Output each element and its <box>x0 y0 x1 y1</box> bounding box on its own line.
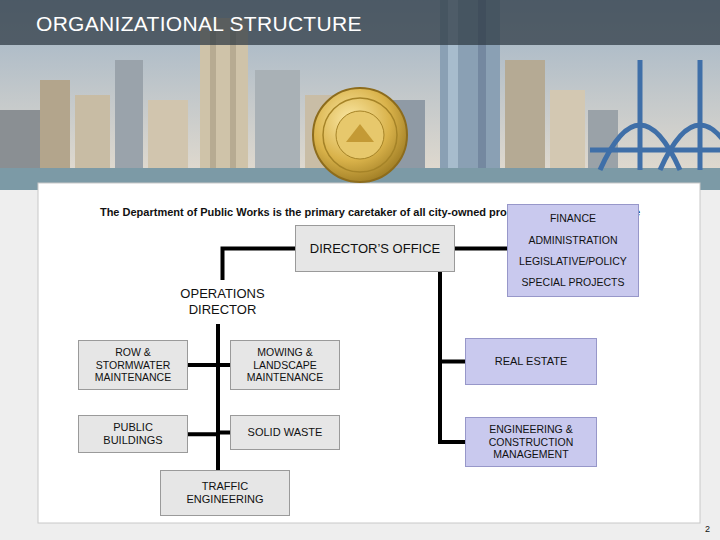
director-box: DIRECTOR’S OFFICE <box>295 225 455 272</box>
content-panel <box>38 183 700 523</box>
node-text: TRAFFIC ENGINEERING <box>166 480 284 506</box>
division-box: MOWING & LANDSCAPE MAINTENANCE <box>230 340 340 390</box>
city-seal <box>313 88 407 182</box>
division-box: REAL ESTATE <box>465 338 597 385</box>
division-box: TRAFFIC ENGINEERING <box>160 470 290 516</box>
connector-line <box>188 324 218 434</box>
node-text: PUBLIC BUILDINGS <box>84 421 182 447</box>
node-text: REAL ESTATE <box>495 355 568 368</box>
sky <box>0 0 720 190</box>
node-text: SPECIAL PROJECTS <box>522 276 625 289</box>
connector-line <box>188 324 218 365</box>
connector-line <box>455 247 507 251</box>
division-box: ROW & STORMWATER MAINTENANCE <box>78 340 188 390</box>
division-box: PUBLIC BUILDINGS <box>78 415 188 453</box>
office-units-box: FINANCE ADMINISTRATION LEGISLATIVE/POLICY S… <box>507 204 639 297</box>
node-text: FINANCE <box>550 212 596 225</box>
division-box: ENGINEERING & CONSTRUCTION MANAGEMENT <box>465 417 597 467</box>
title-band <box>0 0 720 45</box>
node-text: DIRECTOR’S OFFICE <box>310 241 441 257</box>
node-text: ENGINEERING & CONSTRUCTION MANAGEMENT <box>471 423 591 461</box>
node-text: ADMINISTRATION <box>528 234 617 247</box>
operations-box: OPERATIONS DIRECTOR <box>150 280 295 324</box>
bridge <box>590 60 720 170</box>
page-title: ORGANIZATIONAL STRUCTURE <box>36 12 362 36</box>
page-number: 2 <box>690 524 710 534</box>
node-text: SOLID WASTE <box>248 426 323 439</box>
skyline <box>0 0 720 190</box>
node-text: MOWING & LANDSCAPE MAINTENANCE <box>236 346 334 384</box>
node-text: ROW & STORMWATER MAINTENANCE <box>84 346 182 384</box>
connector-line <box>223 249 296 281</box>
connector-line <box>216 324 220 470</box>
division-box: SOLID WASTE <box>230 415 340 450</box>
node-text: OPERATIONS DIRECTOR <box>155 286 290 317</box>
connector-line <box>440 272 465 442</box>
node-text: LEGISLATIVE/POLICY <box>519 255 627 268</box>
connector-line <box>440 272 465 362</box>
